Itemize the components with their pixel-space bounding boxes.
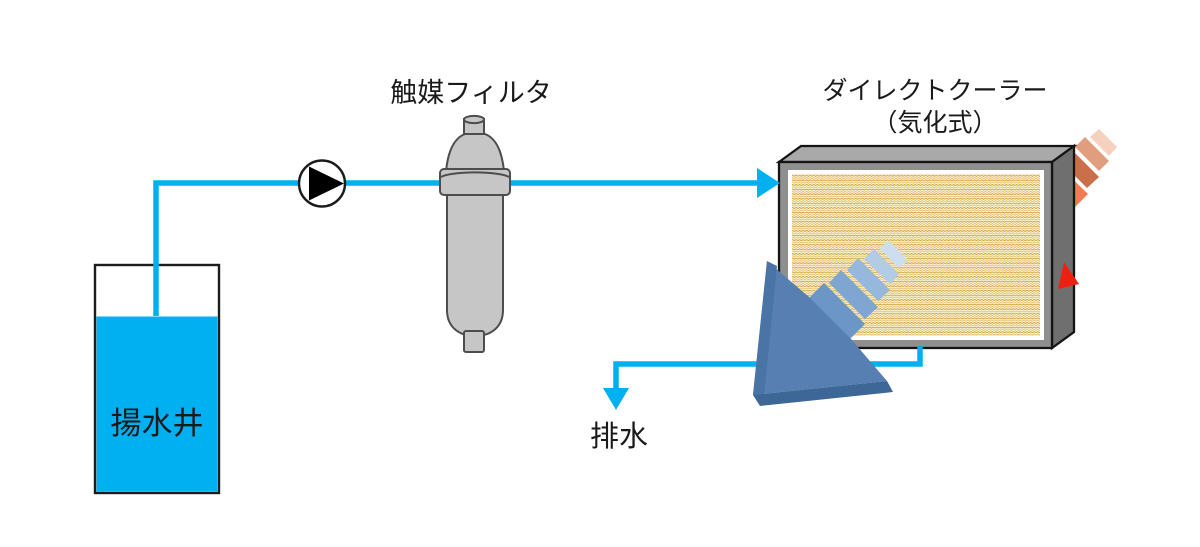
hot-air-stripe-2 xyxy=(1075,137,1109,171)
direct-cooler-label-line1: ダイレクトクーラー xyxy=(822,77,1047,105)
hot-air-arrow-tip xyxy=(1058,262,1079,289)
filter-collar xyxy=(439,168,511,196)
supply-pipe-line xyxy=(153,180,758,316)
pump xyxy=(297,159,347,208)
cool-air-arrow-icon xyxy=(753,240,908,406)
catalyst-filter-label: 触媒フィルタ xyxy=(390,78,551,108)
catalyst-filter: 触媒フィルタ xyxy=(390,78,552,353)
cool-air-arrowhead-left-shade xyxy=(753,261,777,396)
direct-cooler-label-line2: （気化式） xyxy=(872,109,997,137)
cool-air-stripe-2 xyxy=(864,249,899,284)
hot-air-stripe-1 xyxy=(1090,129,1117,156)
filter-collar-rim xyxy=(440,171,510,178)
filter-bottom-nozzle xyxy=(463,330,485,353)
cool-air-stripe-5 xyxy=(808,283,865,340)
drain-label: 排水 xyxy=(590,420,648,453)
cool-air-stripe-1 xyxy=(880,240,908,268)
tank-water xyxy=(96,316,218,492)
pump-triangle-icon xyxy=(309,166,344,201)
well-tank-label: 揚水井 xyxy=(111,406,204,441)
cooler-right-face xyxy=(1050,143,1076,351)
drain-pipe-arrowhead xyxy=(603,388,629,410)
filter-body xyxy=(446,192,504,338)
cool-air-arrowhead xyxy=(753,261,887,395)
cool-air-stripe-3 xyxy=(847,258,890,301)
supply-pipe-arrowhead xyxy=(757,168,780,198)
cooler-top-face xyxy=(775,144,1078,164)
cool-air-stripe-4 xyxy=(829,270,878,319)
supply-pipe xyxy=(153,168,780,316)
cool-air-arrowhead-fold xyxy=(753,381,893,406)
